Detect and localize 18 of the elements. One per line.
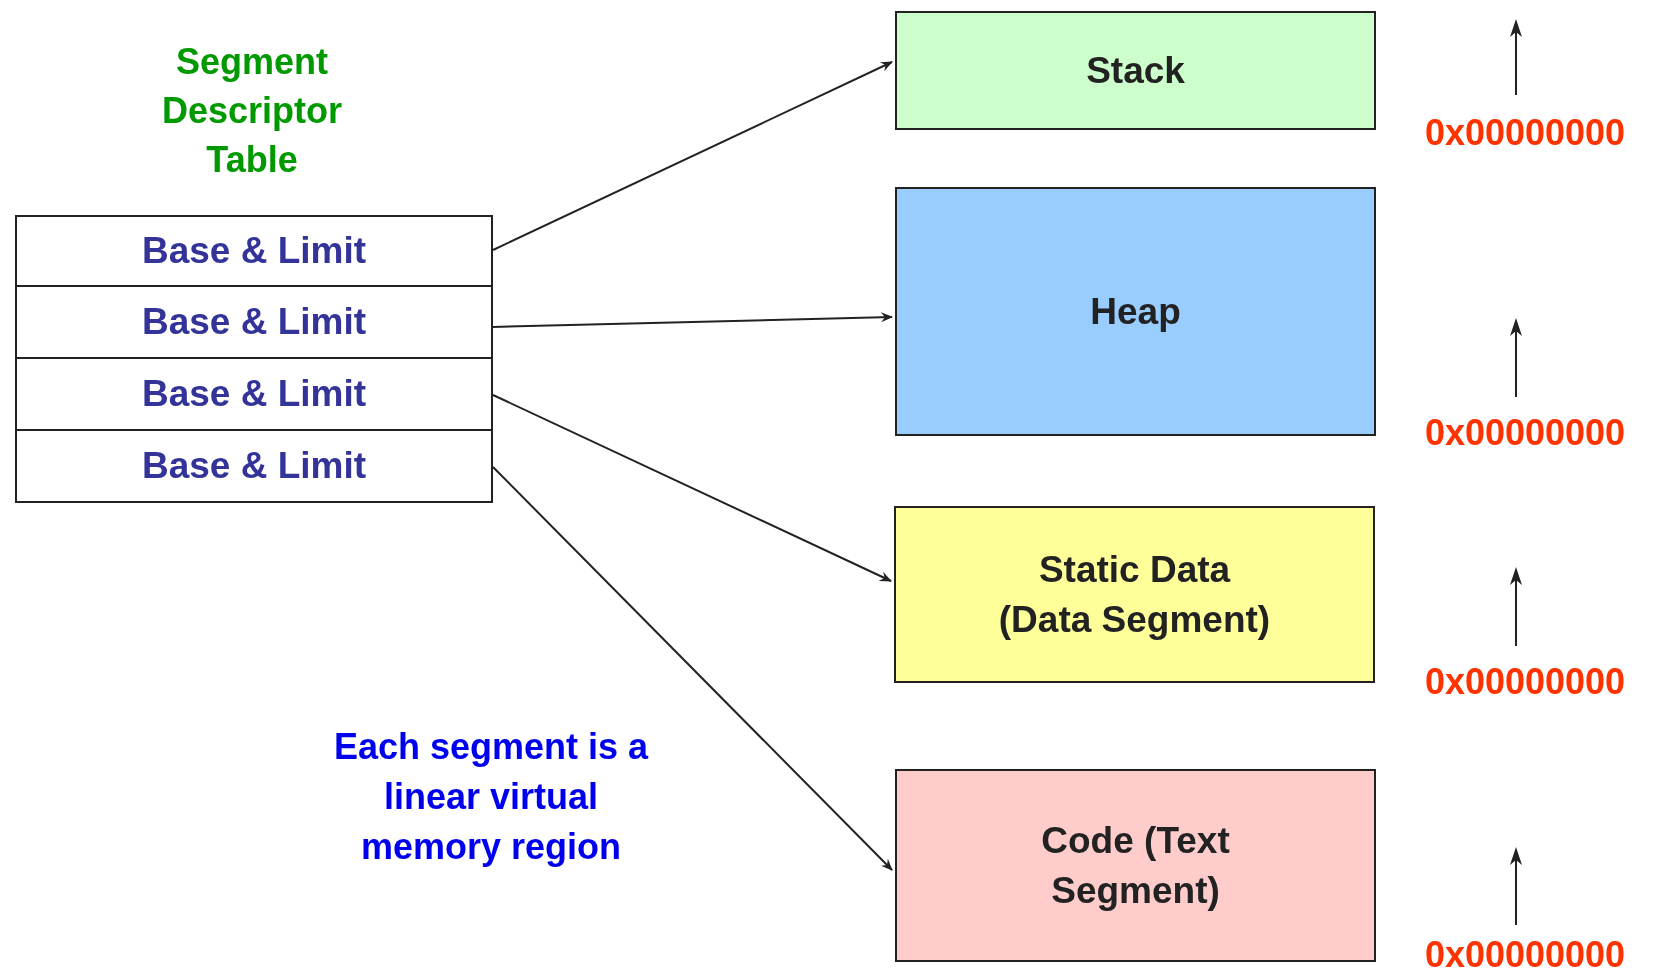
descriptor-row: Base & Limit (15, 287, 493, 359)
descriptor-row: Base & Limit (15, 215, 493, 287)
address-label: 0x00000000 (1423, 111, 1627, 155)
address-label: 0x00000000 (1423, 411, 1627, 455)
memory-segment-box: Code (Text Segment) (895, 769, 1376, 962)
arrow (492, 312, 893, 328)
memory-segment-box: Stack (895, 11, 1376, 130)
arrow (492, 394, 892, 582)
address-label: 0x00000000 (1423, 660, 1627, 704)
arrow (492, 466, 893, 871)
descriptor-row: Base & Limit (15, 431, 493, 503)
address-label: 0x00000000 (1423, 933, 1627, 977)
descriptor-row: Base & Limit (15, 359, 493, 431)
arrow (492, 61, 893, 251)
memory-segment-box: Heap (895, 187, 1376, 436)
note-text: Each segment is a linear virtual memory region (332, 725, 650, 869)
memory-segment-box: Static Data (Data Segment) (894, 506, 1375, 683)
table-title: Segment Descriptor Table (160, 40, 344, 182)
